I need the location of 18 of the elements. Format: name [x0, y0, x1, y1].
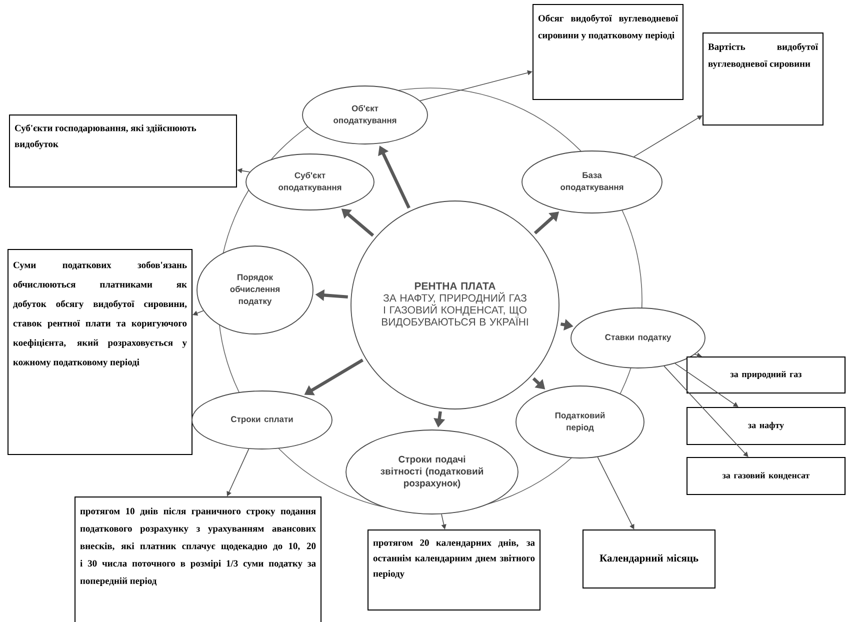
- text-box: за газовий конденсат: [686, 457, 846, 495]
- leader-line: [597, 456, 634, 530]
- text-box: Суб'єкти господарювання, які здійснюють видобуток: [9, 114, 237, 188]
- text-box: за природний газ: [686, 356, 846, 394]
- text-box: Вартість видобутої вуглеводневої сировини: [702, 32, 824, 126]
- leader-line: [664, 366, 748, 457]
- leader-line: [441, 514, 446, 530]
- text-box: Обсяг видобутої вуглеводневої сировини у податковому періоді: [532, 4, 684, 100]
- text-box: протягом 20 календарних днів, за останнім календарним днем звітного періоду: [368, 530, 540, 610]
- leader-line: [634, 115, 702, 158]
- leader-line: [226, 448, 250, 496]
- text-box: за нафту: [686, 407, 846, 445]
- text-box: протягом 10 днів після граничного строку подання податкового розрахунку з урахуванням авансових внесків, які платник сплачує щодекадно до 10, 20 і 30 числа поточного в розмірі 1/3 суми податку за попередній період: [74, 496, 322, 622]
- leader-line: [674, 363, 738, 407]
- text-box: Суми податкових зобов'язань обчислюються платниками як добуток обсягу видобутої сировини, ставок рентної плати та коригуючого коефіцієнта, який розраховується у кожному податковому періоді: [8, 249, 192, 455]
- text-box: Календарний місяць: [582, 530, 716, 588]
- leader-line: [237, 168, 250, 174]
- leader-line: [192, 310, 204, 316]
